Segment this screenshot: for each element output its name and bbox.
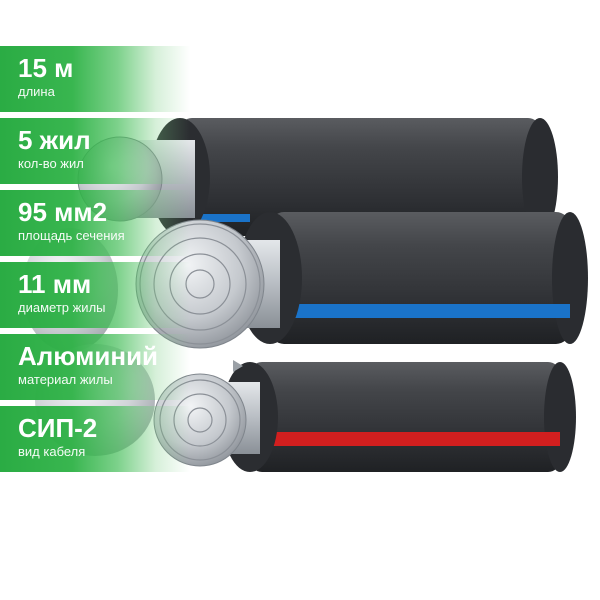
arrow-marker-icon — [233, 360, 243, 372]
spec-value: Алюминий — [18, 341, 159, 371]
spec-value: СИП-2 — [18, 413, 98, 443]
spec-list: 15 м длина 5 жил кол-во жил 95 мм2 площа… — [0, 46, 190, 478]
spec-length: 15 м длина — [0, 46, 190, 112]
spec-label: площадь сечения — [18, 228, 125, 243]
spec-label: диаметр жилы — [18, 300, 106, 315]
spec-value: 11 мм — [18, 269, 92, 299]
spec-value: 15 м — [18, 53, 74, 83]
cable-core-blue — [135, 212, 588, 349]
spec-cross-section: 95 мм2 площадь сечения — [0, 190, 190, 256]
cable-core-red — [153, 362, 576, 472]
spec-label: материал жилы — [18, 372, 113, 387]
spec-core-material: Алюминий материал жилы — [0, 334, 190, 400]
spec-label: кол-во жил — [18, 156, 84, 171]
spec-label: длина — [18, 84, 55, 99]
spec-value: 95 мм2 — [18, 197, 108, 227]
spec-label: вид кабеля — [18, 444, 86, 459]
spec-cores: 5 жил кол-во жил — [0, 118, 190, 184]
spec-core-diameter: 11 мм диаметр жилы — [0, 262, 190, 328]
spec-value: 5 жил — [18, 125, 91, 155]
spec-cable-type: СИП-2 вид кабеля — [0, 406, 190, 472]
